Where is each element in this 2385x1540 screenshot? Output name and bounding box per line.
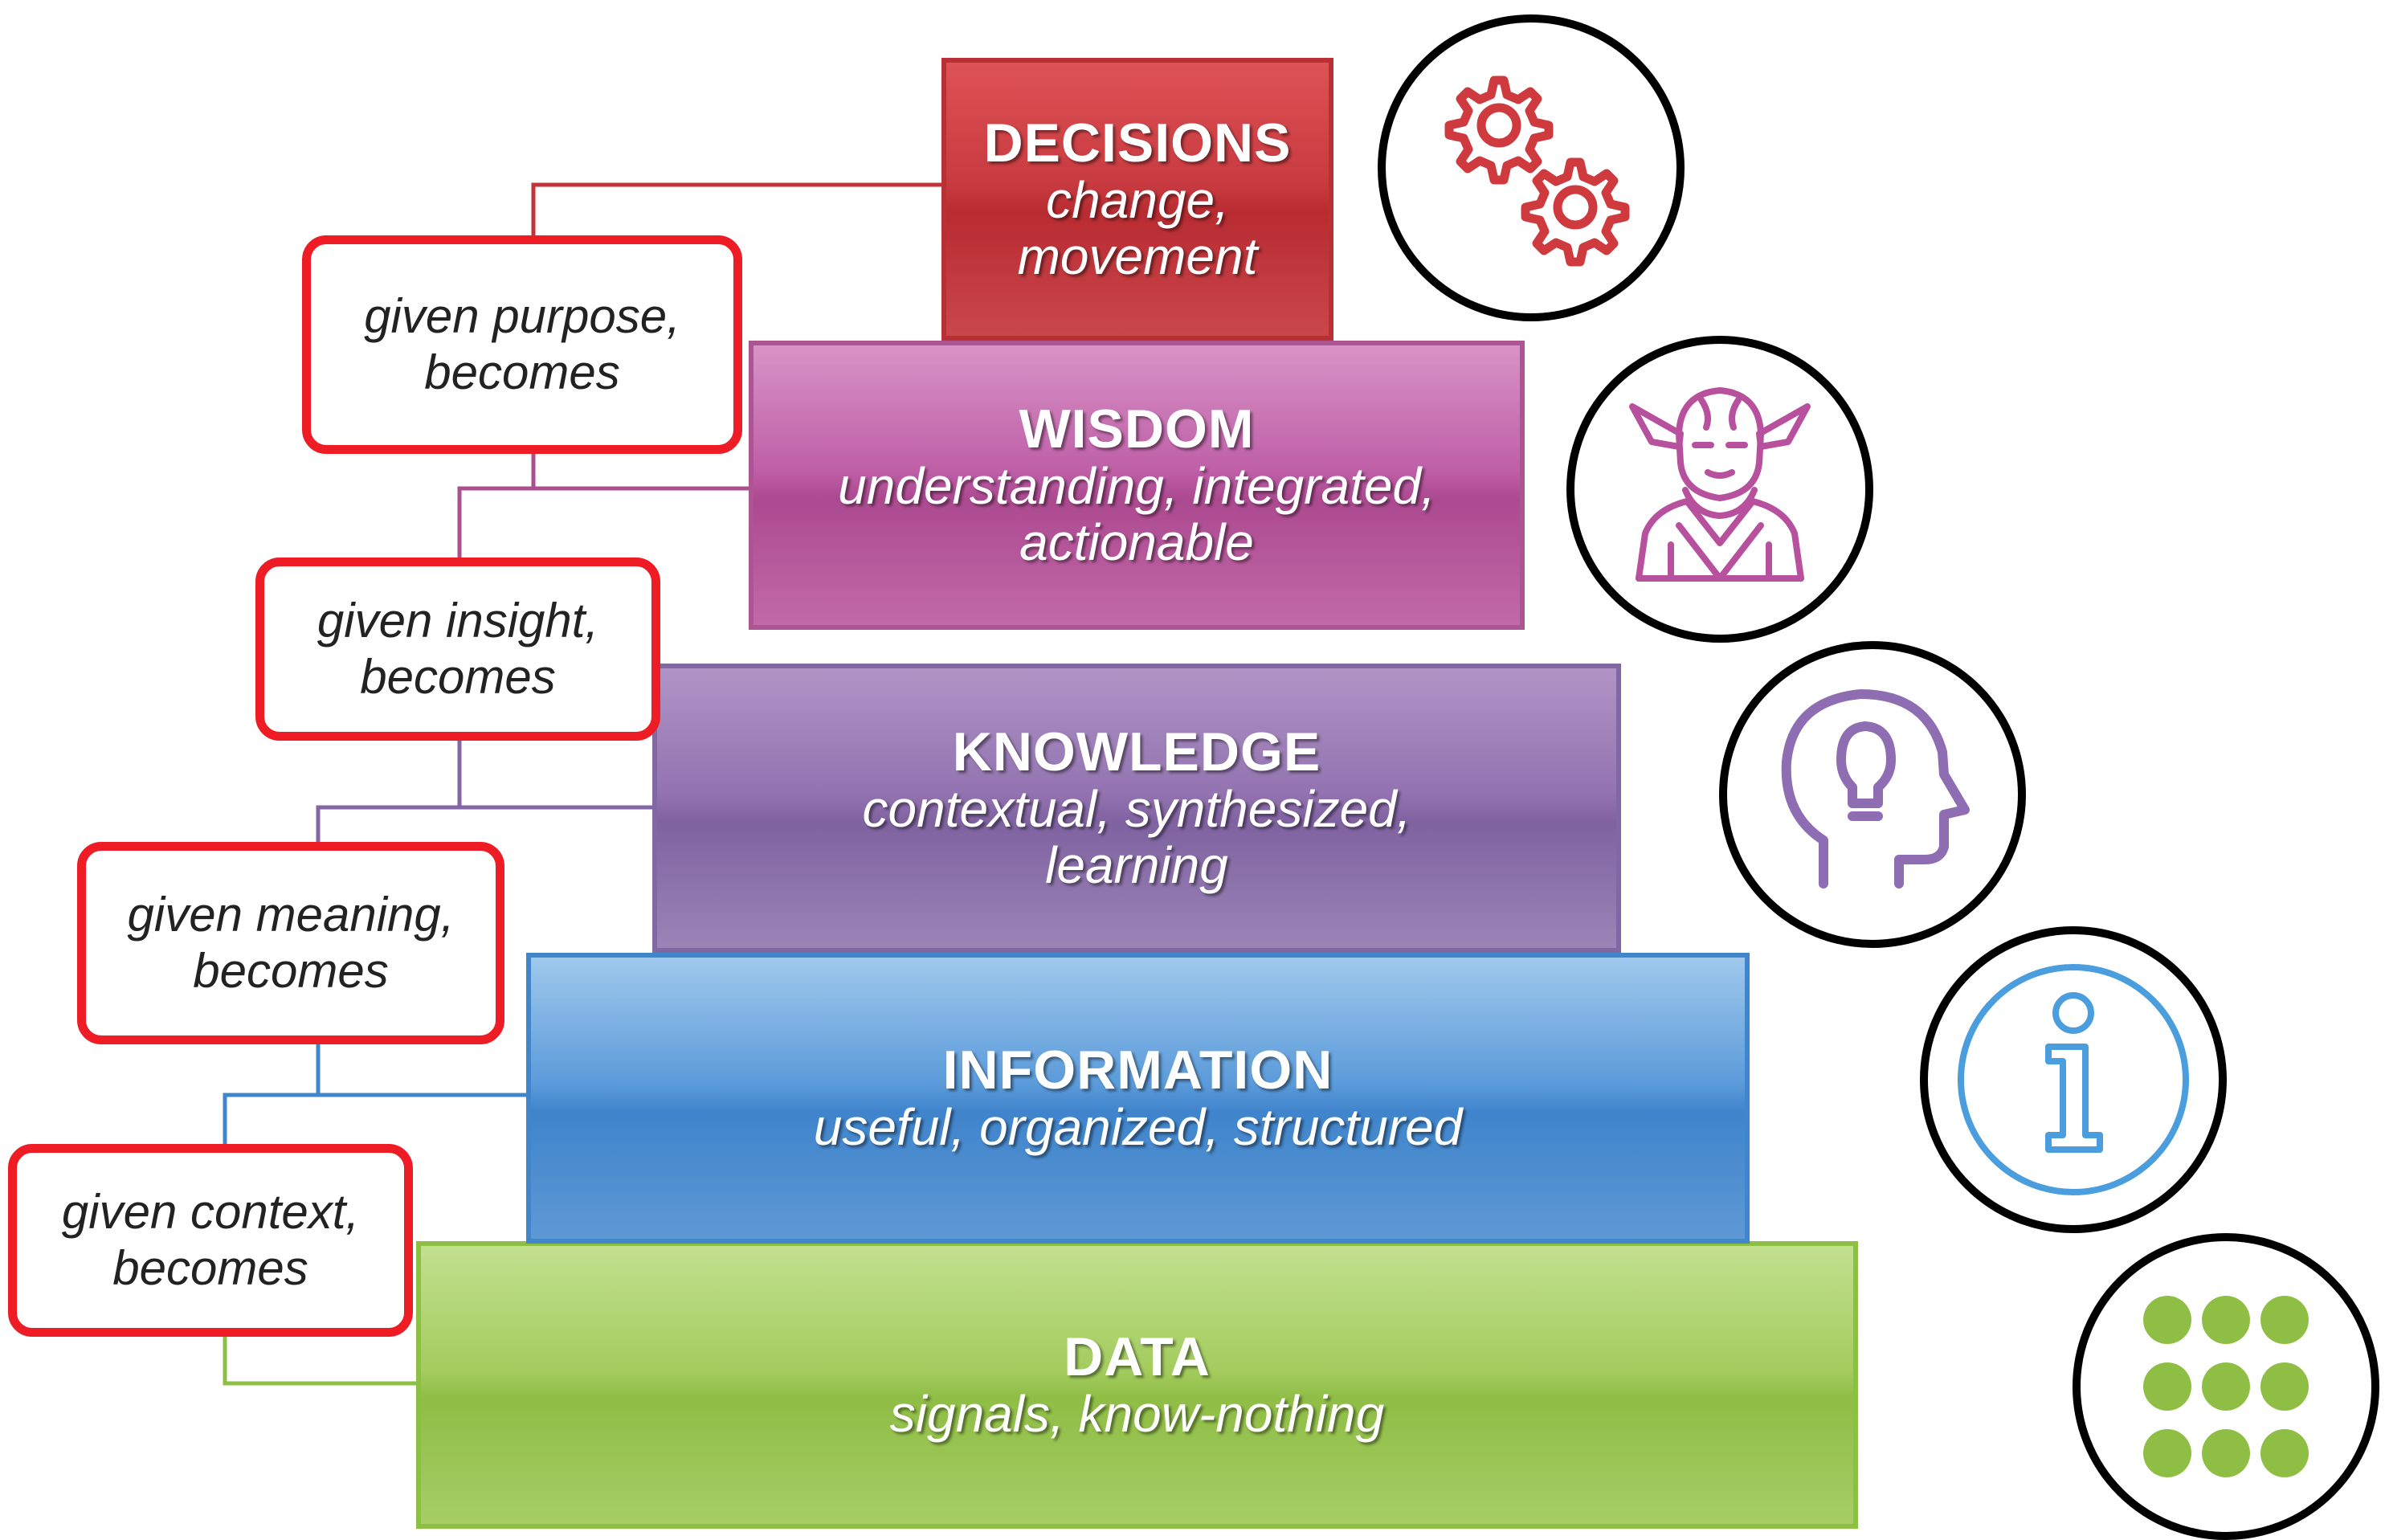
connector-decisions xyxy=(531,182,941,235)
data-icon-circle xyxy=(2073,1233,2379,1540)
tier-data-title: DATA xyxy=(1064,1326,1211,1387)
transition-purpose-line-2: becomes xyxy=(424,345,620,399)
tier-decisions: DECISIONS change, movement xyxy=(941,58,1333,341)
tier-decisions-subtitle-line-1: change, xyxy=(1046,171,1229,229)
tier-data: DATA signals, know-nothing xyxy=(416,1241,1858,1529)
connector-meaning-down xyxy=(316,1044,526,1097)
tier-data-subtitle: signals, know-nothing xyxy=(889,1385,1385,1443)
connector-purpose-down xyxy=(531,454,749,491)
transition-context-box: given context, becomes xyxy=(8,1144,413,1337)
tier-wisdom-subtitle-line-2: actionable xyxy=(1019,513,1254,571)
tier-information: INFORMATION useful, organized, structure… xyxy=(526,953,1750,1244)
tier-wisdom: WISDOM understanding, integrated, action… xyxy=(749,341,1525,630)
tier-wisdom-title: WISDOM xyxy=(1019,398,1255,460)
tier-knowledge-subtitle-line-2: learning xyxy=(1045,836,1228,894)
connector-knowledge xyxy=(316,805,459,842)
tier-decisions-title: DECISIONS xyxy=(983,112,1292,174)
transition-meaning-line-1: given meaning, xyxy=(127,888,455,942)
wisdom-icon-circle xyxy=(1566,336,1873,643)
connector-wisdom xyxy=(457,486,533,558)
transition-insight-line-1: given insight, xyxy=(317,594,599,647)
head-lightbulb-icon xyxy=(1781,689,1970,888)
transition-context-line-2: becomes xyxy=(112,1241,308,1295)
transition-context-line-1: given context, xyxy=(61,1185,360,1239)
transition-purpose-line-1: given purpose, xyxy=(364,289,680,343)
tier-knowledge-subtitle-line-1: contextual, synthesized, xyxy=(862,780,1411,838)
transition-meaning-box: given meaning, becomes xyxy=(77,842,504,1044)
transition-insight-box: given insight, becomes xyxy=(255,558,660,741)
connector-information xyxy=(223,1093,318,1144)
transition-meaning-line-2: becomes xyxy=(193,944,389,998)
connector-context-down xyxy=(223,1337,416,1386)
transition-insight-line-2: becomes xyxy=(360,650,556,704)
dot-grid-icon xyxy=(2143,1296,2309,1477)
gears-icon xyxy=(1444,76,1630,267)
transition-purpose-box: given purpose, becomes xyxy=(302,235,742,454)
tier-decisions-subtitle-line-2: movement xyxy=(1017,227,1258,285)
knowledge-icon-circle xyxy=(1719,641,2026,948)
tier-wisdom-subtitle-line-1: understanding, integrated, xyxy=(838,457,1435,515)
tier-knowledge-title: KNOWLEDGE xyxy=(952,721,1321,782)
info-icon xyxy=(1958,964,2189,1195)
yoda-icon xyxy=(1629,387,1811,582)
tier-information-subtitle: useful, organized, structured xyxy=(813,1098,1463,1156)
tier-information-title: INFORMATION xyxy=(942,1040,1333,1101)
decisions-icon-circle xyxy=(1378,14,1685,321)
connector-insight-down xyxy=(457,741,652,810)
information-icon-circle xyxy=(1920,926,2227,1233)
tier-knowledge: KNOWLEDGE contextual, synthesized, learn… xyxy=(652,664,1621,953)
